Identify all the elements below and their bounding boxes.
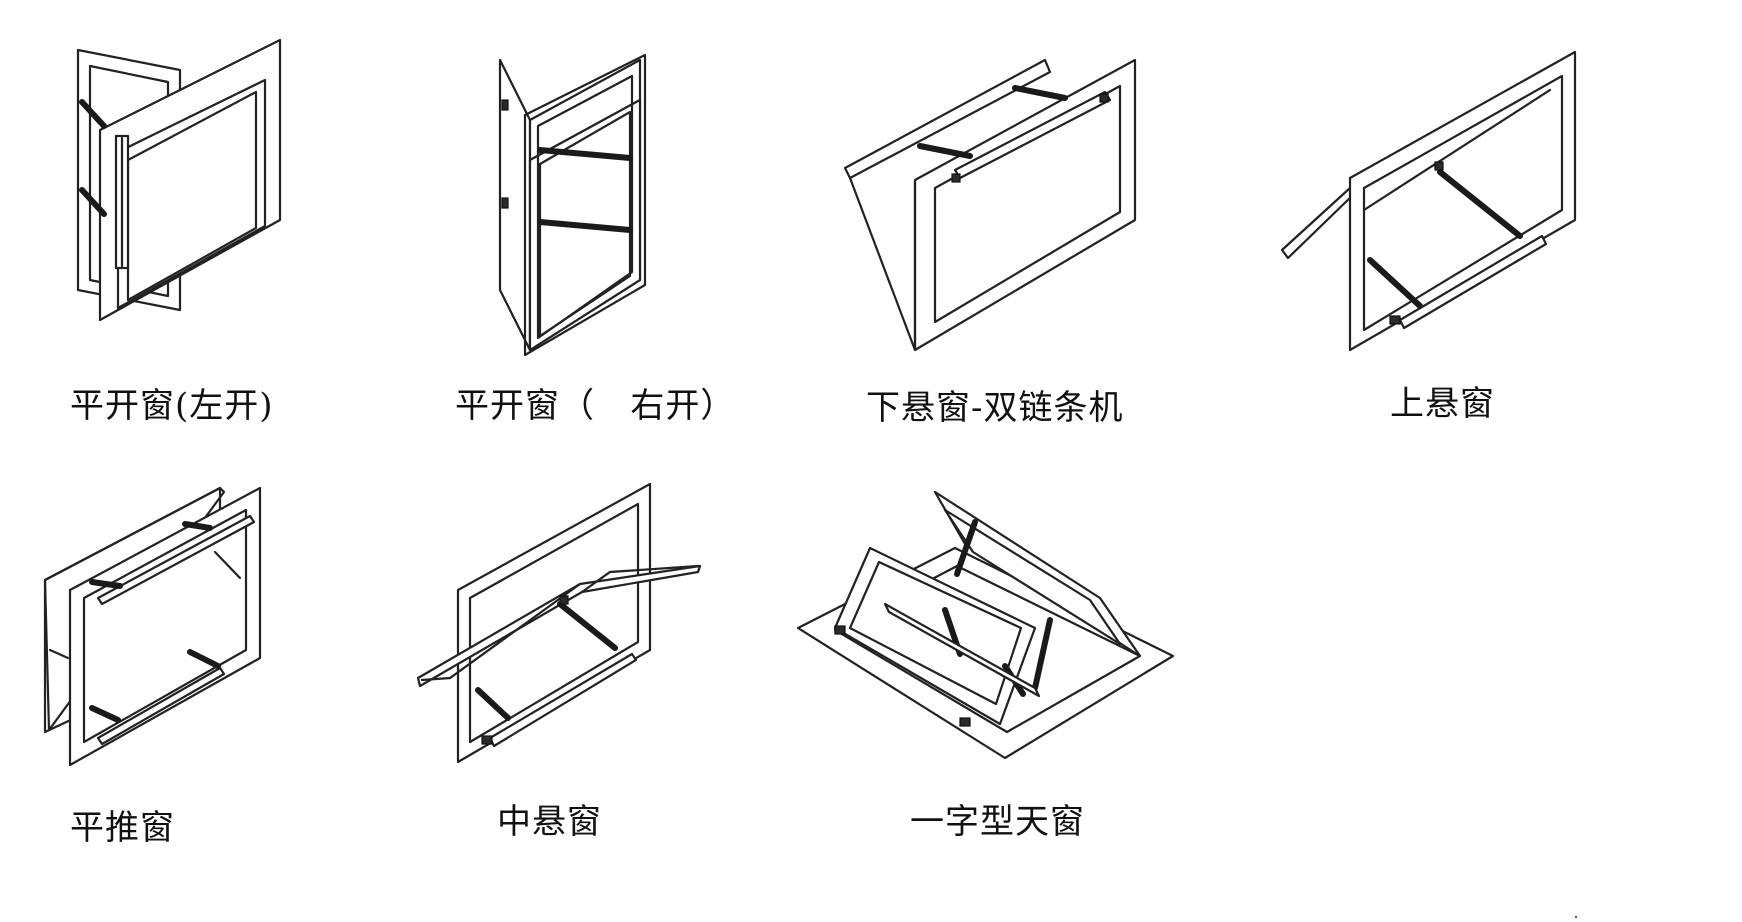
parallel-push-drawing <box>43 486 262 767</box>
bottom-hung-drawing <box>843 58 1137 352</box>
parallel-push-panel <box>40 480 280 770</box>
casement-left-panel <box>60 38 320 340</box>
top-hung-panel <box>1280 50 1600 360</box>
center-pivot-drawing <box>416 482 702 764</box>
skylight-panel <box>795 488 1185 763</box>
casement-left-label: 平开窗(左开) <box>70 386 274 426</box>
center-pivot-panel <box>410 480 702 770</box>
skylight-label: 一字型天窗 <box>910 802 1085 842</box>
parallel-push-label: 平推窗 <box>70 808 175 848</box>
casement-left-drawing <box>76 38 282 322</box>
stray-mark <box>1575 916 1577 918</box>
casement-right-label: 平开窗（ 右开） <box>455 386 736 426</box>
top-hung-drawing <box>1280 50 1577 352</box>
center-pivot-label: 中悬窗 <box>497 802 602 842</box>
casement-right-panel <box>480 40 720 360</box>
bottom-hung-label: 下悬窗-双链条机 <box>866 388 1124 428</box>
bottom-hung-panel <box>840 50 1150 360</box>
top-hung-label: 上悬窗 <box>1390 384 1495 424</box>
casement-right-drawing <box>498 53 647 357</box>
skylight-drawing <box>796 490 1175 760</box>
